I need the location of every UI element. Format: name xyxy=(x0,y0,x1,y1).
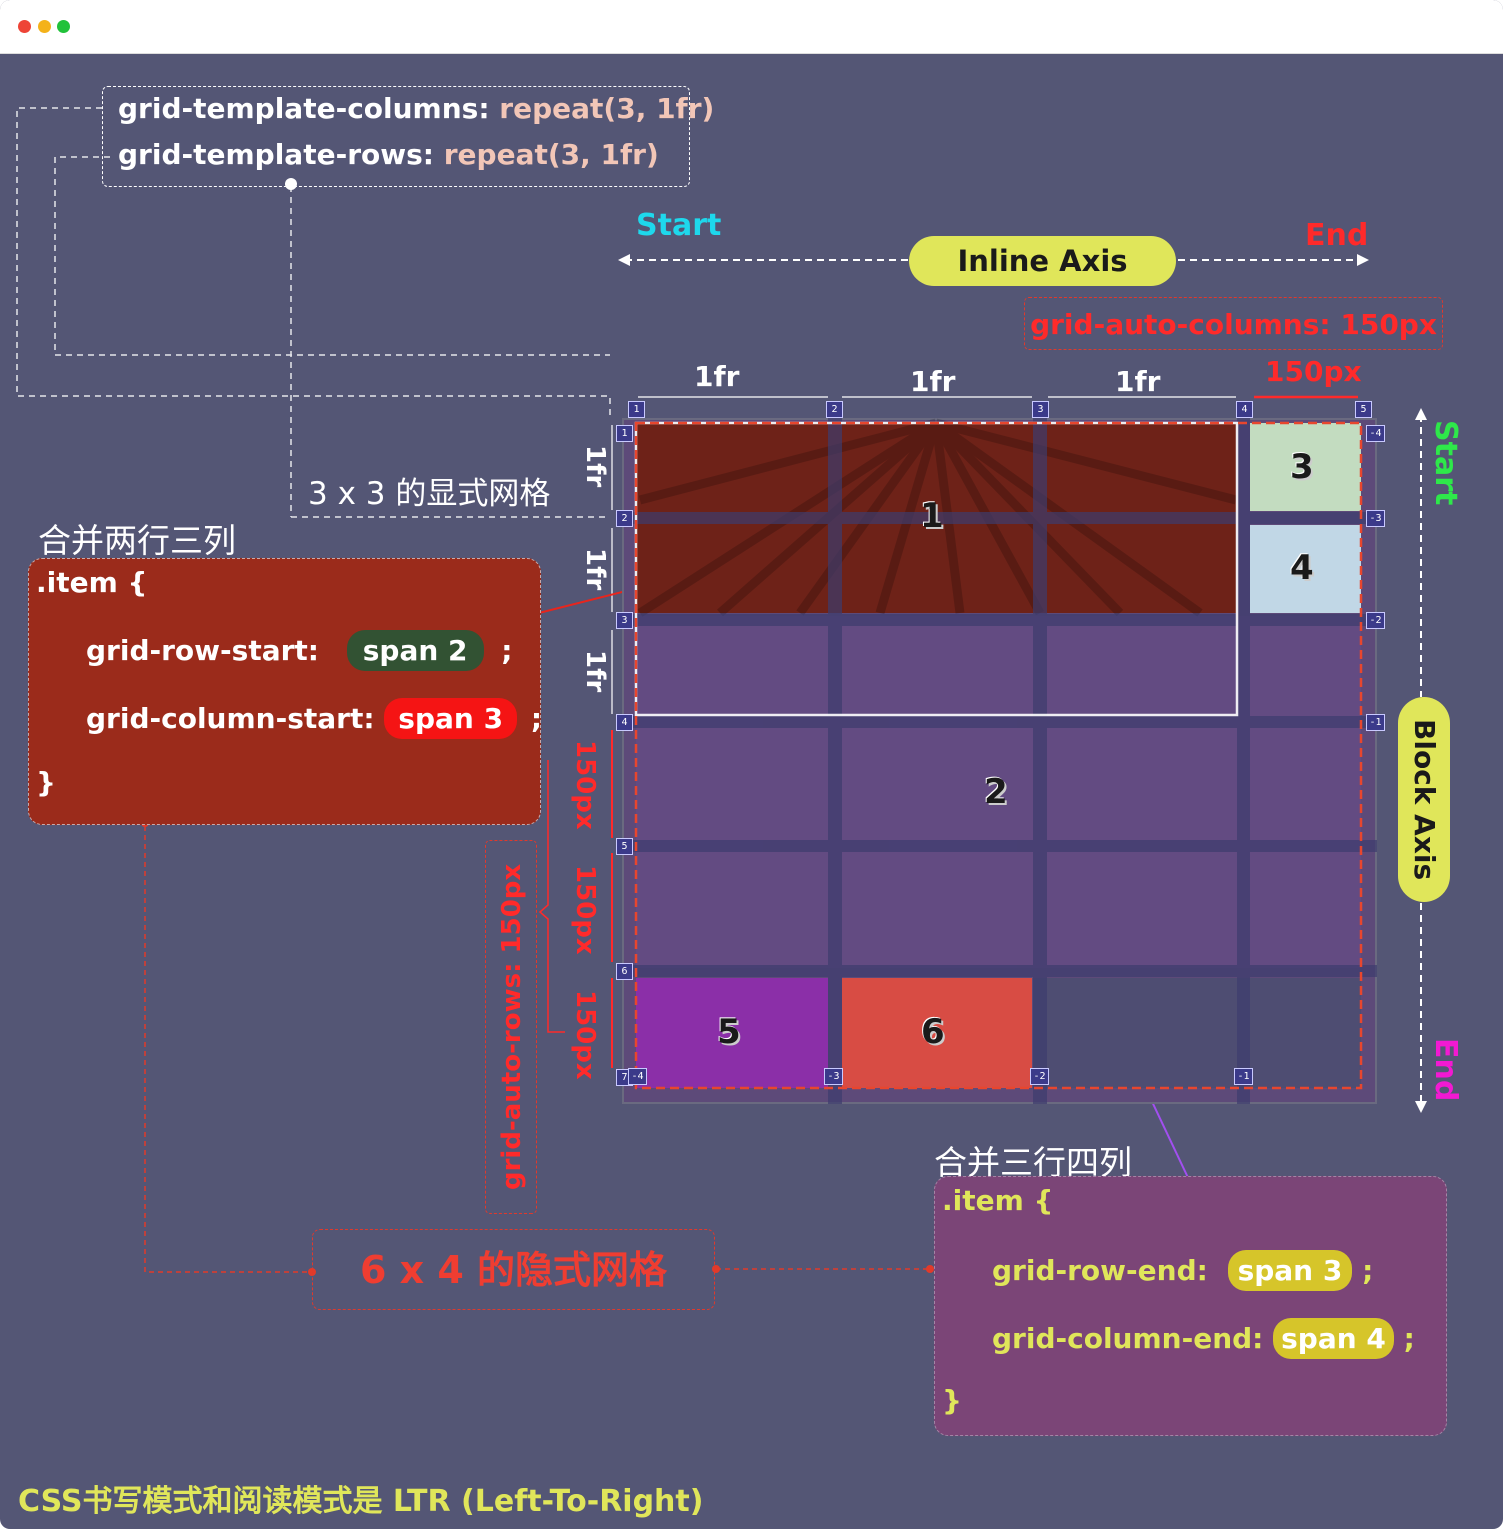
col-line-neg-3: -3 xyxy=(824,1068,843,1085)
template-columns-line: grid-template-columns: repeat(3, 1fr) xyxy=(118,92,714,125)
template-columns-prop: grid-template-columns: xyxy=(118,92,490,125)
item1-val2: span 3 xyxy=(384,698,518,739)
row-line-neg-1: -1 xyxy=(1366,714,1385,731)
inline-axis-pill: Inline Axis xyxy=(909,236,1176,286)
maximize-button[interactable] xyxy=(57,20,70,33)
row-track-2: 1fr xyxy=(580,548,610,591)
col-track-3: 1fr xyxy=(1115,365,1161,398)
col-line-neg-4: -4 xyxy=(628,1068,647,1085)
template-rows-value: repeat(3, 1fr) xyxy=(443,138,659,171)
row-line-5: 5 xyxy=(616,838,633,855)
row-line-1: 1 xyxy=(616,425,633,442)
row-track-3: 1fr xyxy=(580,650,610,693)
grid-item-3[interactable]: 3 xyxy=(1290,447,1314,487)
item2-prop2: grid-column-end: xyxy=(992,1322,1264,1355)
row-track-5: 150px xyxy=(570,865,600,955)
row-track-4: 150px xyxy=(570,740,600,830)
col-line-neg-2: -2 xyxy=(1030,1068,1049,1085)
item2-val2: span 4 xyxy=(1273,1318,1394,1359)
item2-line1: grid-row-end: span 3 ; xyxy=(992,1250,1373,1291)
col-track-1: 1fr xyxy=(694,360,740,393)
minimize-button[interactable] xyxy=(38,20,51,33)
col-track-4: 150px xyxy=(1265,355,1362,388)
item2-val1: span 3 xyxy=(1227,1250,1353,1291)
item1-prop1: grid-row-start: xyxy=(86,634,319,667)
item2-selector: .item { xyxy=(942,1184,1054,1217)
col-line-neg-1: -1 xyxy=(1234,1068,1253,1085)
item1-semicolon1: ; xyxy=(501,634,513,667)
block-axis-pill: Block Axis xyxy=(1398,697,1450,902)
item2-semicolon1: ; xyxy=(1362,1254,1374,1287)
grid-item-6-area xyxy=(842,978,1032,1088)
grid-item-3-area xyxy=(1250,423,1361,511)
col-line-2: 2 xyxy=(826,401,843,418)
item2-line2: grid-column-end: span 4 ; xyxy=(992,1318,1415,1359)
grid-item-1[interactable]: 1 xyxy=(920,496,944,536)
item1-semicolon2: ; xyxy=(530,702,543,735)
inline-axis-end: End xyxy=(1305,218,1369,253)
row-line-6: 6 xyxy=(616,963,633,980)
auto-columns-label: grid-auto-columns: 150px xyxy=(1024,297,1443,350)
item2-code-box xyxy=(934,1176,1447,1436)
block-axis-start: Start xyxy=(1428,420,1463,506)
grid-item-4[interactable]: 4 xyxy=(1290,548,1314,588)
row-line-neg-2: -2 xyxy=(1366,612,1385,629)
col-line-3: 3 xyxy=(1032,401,1049,418)
item1-val1: span 2 xyxy=(346,630,484,671)
row-line-neg-4: -4 xyxy=(1366,425,1385,442)
explicit-code-box xyxy=(102,86,690,187)
col-line-1: 1 xyxy=(628,401,645,418)
col-track-2: 1fr xyxy=(910,365,956,398)
item1-line1: grid-row-start: span 2 ; xyxy=(86,630,512,671)
grid-item-6[interactable]: 6 xyxy=(921,1012,945,1052)
row-track-6: 150px xyxy=(570,990,600,1080)
row-line-3: 3 xyxy=(616,612,633,629)
grid-item-5[interactable]: 5 xyxy=(717,1012,741,1052)
item2-prop1: grid-row-end: xyxy=(992,1254,1208,1287)
item1-box-title: 合并两行三列 xyxy=(38,521,236,560)
template-rows-line: grid-template-rows: repeat(3, 1fr) xyxy=(118,138,659,171)
item1-line2: grid-column-start: span 3 ; xyxy=(86,698,542,739)
implicit-grid-label: 6 x 4 的隐式网格 xyxy=(312,1229,715,1310)
grid-item-5-area xyxy=(636,978,828,1088)
close-button[interactable] xyxy=(18,20,31,33)
template-rows-prop: grid-template-rows: xyxy=(118,138,434,171)
footer-note: CSS书写模式和阅读模式是 LTR (Left-To-Right) xyxy=(18,1484,704,1519)
row-line-2: 2 xyxy=(616,510,633,527)
block-axis-end: End xyxy=(1428,1038,1463,1102)
row-line-4: 4 xyxy=(616,714,633,731)
item1-selector: .item { xyxy=(36,566,148,599)
item1-prop2: grid-column-start: xyxy=(86,702,375,735)
grid-item-2[interactable]: 2 xyxy=(984,772,1008,812)
row-line-neg-3: -3 xyxy=(1366,510,1385,527)
title-bar xyxy=(0,0,1503,54)
item2-close: } xyxy=(942,1384,962,1417)
col-line-4: 4 xyxy=(1236,401,1253,418)
template-columns-value: repeat(3, 1fr) xyxy=(499,92,715,125)
col-line-5: 5 xyxy=(1355,401,1372,418)
explicit-grid-label: 3 x 3 的显式网格 xyxy=(308,476,551,512)
grid-item-4-area xyxy=(1250,525,1361,613)
item2-semicolon2: ; xyxy=(1403,1322,1415,1355)
item2-box-title: 合并三行四列 xyxy=(934,1143,1132,1182)
item1-close: } xyxy=(36,766,56,799)
inline-axis-start: Start xyxy=(636,208,722,243)
item1-code-box xyxy=(28,558,541,825)
row-track-1: 1fr xyxy=(580,445,610,488)
